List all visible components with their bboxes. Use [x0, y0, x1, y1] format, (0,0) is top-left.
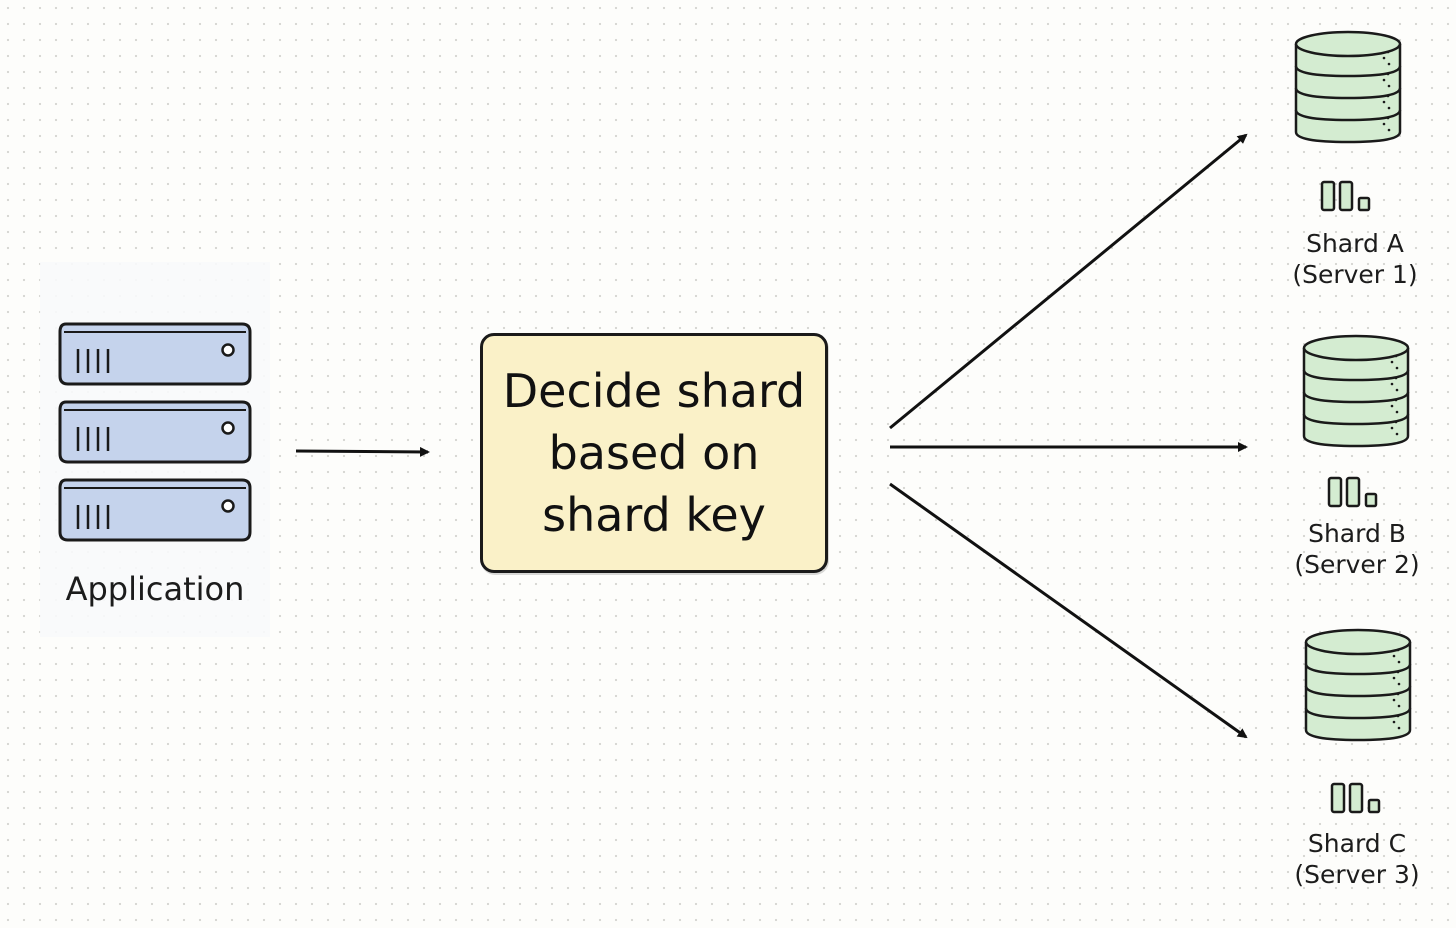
shard-c-database-icon	[1306, 630, 1410, 814]
shard-a-server: (Server 1)	[1292, 260, 1418, 289]
shard-a-name: Shard A	[1306, 229, 1404, 258]
shard-b-label: Shard B (Server 2)	[1272, 518, 1442, 580]
arrow-app-to-decision	[295, 446, 430, 457]
application-server-icon	[40, 262, 270, 637]
shard-a-database-icon	[1296, 32, 1400, 212]
shard-c-name: Shard C	[1307, 829, 1407, 858]
shard-b-name: Shard B	[1308, 519, 1406, 548]
arrow-to-shard-c	[889, 482, 1248, 739]
shard-b-server: (Server 2)	[1294, 550, 1420, 579]
shard-decision-box: Decide shard based on shard key	[480, 333, 828, 573]
shard-b-database-icon	[1304, 336, 1408, 508]
shard-c-server: (Server 3)	[1294, 860, 1420, 889]
application-label: Application	[65, 570, 245, 608]
shard-c-label: Shard C (Server 3)	[1272, 828, 1442, 890]
arrow-to-shard-a	[889, 133, 1248, 430]
shard-decision-text: Decide shard based on shard key	[502, 364, 806, 542]
shard-a-label: Shard A (Server 1)	[1270, 228, 1440, 290]
